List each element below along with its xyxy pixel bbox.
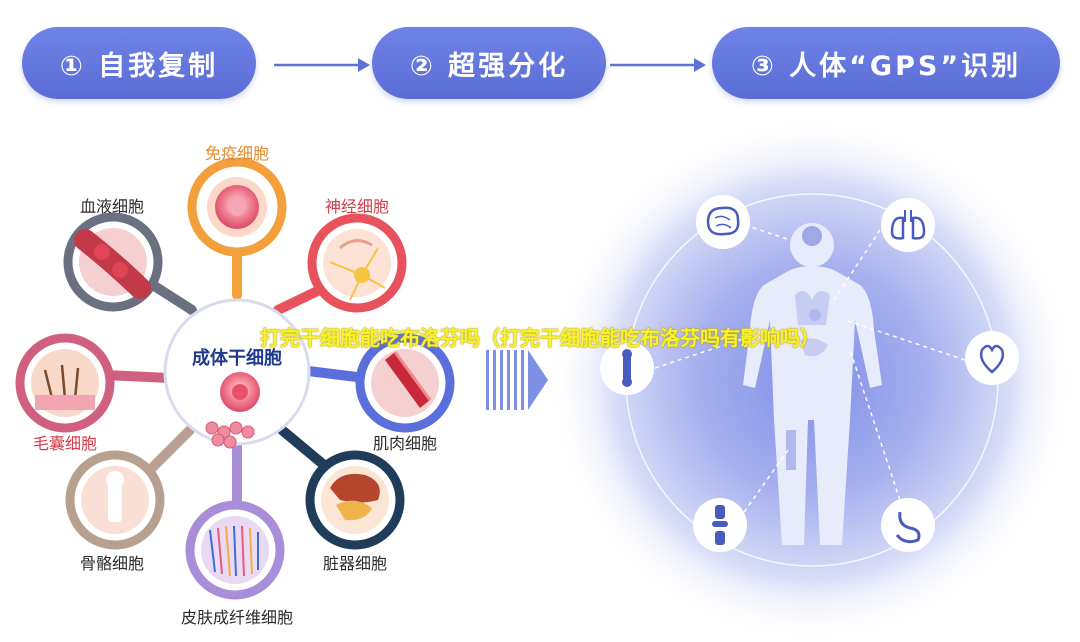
step-2-label: ② 超强分化 xyxy=(409,50,569,82)
bone-icon xyxy=(600,341,654,395)
arrow-right-icon xyxy=(274,58,370,72)
immune-cell-icon xyxy=(187,157,287,257)
overlay-caption: 打完干细胞能吃布洛芬吗（打完干细胞能吃布洛芬吗有影响吗） xyxy=(260,326,820,350)
label-organ: 脏器细胞 xyxy=(322,554,388,573)
hair-follicle-icon xyxy=(15,333,115,433)
stem-cell-label: 成体干细胞 xyxy=(192,348,282,369)
label-skin: 皮肤成纤维细胞 xyxy=(180,608,294,627)
stem-cell-circle xyxy=(163,298,311,446)
heart-icon xyxy=(965,331,1019,385)
stomach-icon xyxy=(881,498,935,552)
nerve-cell-icon xyxy=(307,213,407,313)
lungs-icon xyxy=(881,198,935,252)
step-1-label: ① 自我复制 xyxy=(59,50,219,82)
label-hair: 毛囊细胞 xyxy=(32,434,98,453)
step-2-pill: ② 超强分化 xyxy=(372,27,606,99)
label-immune: 免疫细胞 xyxy=(204,144,270,163)
body-gps-diagram xyxy=(555,120,1074,640)
label-muscle: 肌肉细胞 xyxy=(372,434,438,453)
brain-icon xyxy=(696,195,750,249)
label-bone: 骨骼细胞 xyxy=(79,554,145,573)
transition-arrow-icon xyxy=(486,350,548,410)
skin-fibroblast-icon xyxy=(185,500,285,600)
arrow-right-icon xyxy=(610,58,706,72)
bone-cell-icon xyxy=(65,450,165,550)
muscle-cell-icon xyxy=(355,333,455,433)
label-blood: 血液细胞 xyxy=(79,197,145,216)
step-3-pill: ③ 人体“GPS”识别 xyxy=(712,27,1060,99)
blood-cell-icon xyxy=(63,212,163,312)
knee-icon xyxy=(693,498,747,552)
step-3-label: ③ 人体“GPS”识别 xyxy=(750,50,1022,82)
organ-cell-icon xyxy=(305,450,405,550)
cell-diagram xyxy=(15,157,455,600)
step-1-pill: ① 自我复制 xyxy=(22,27,256,99)
label-nerve: 神经细胞 xyxy=(324,197,390,216)
